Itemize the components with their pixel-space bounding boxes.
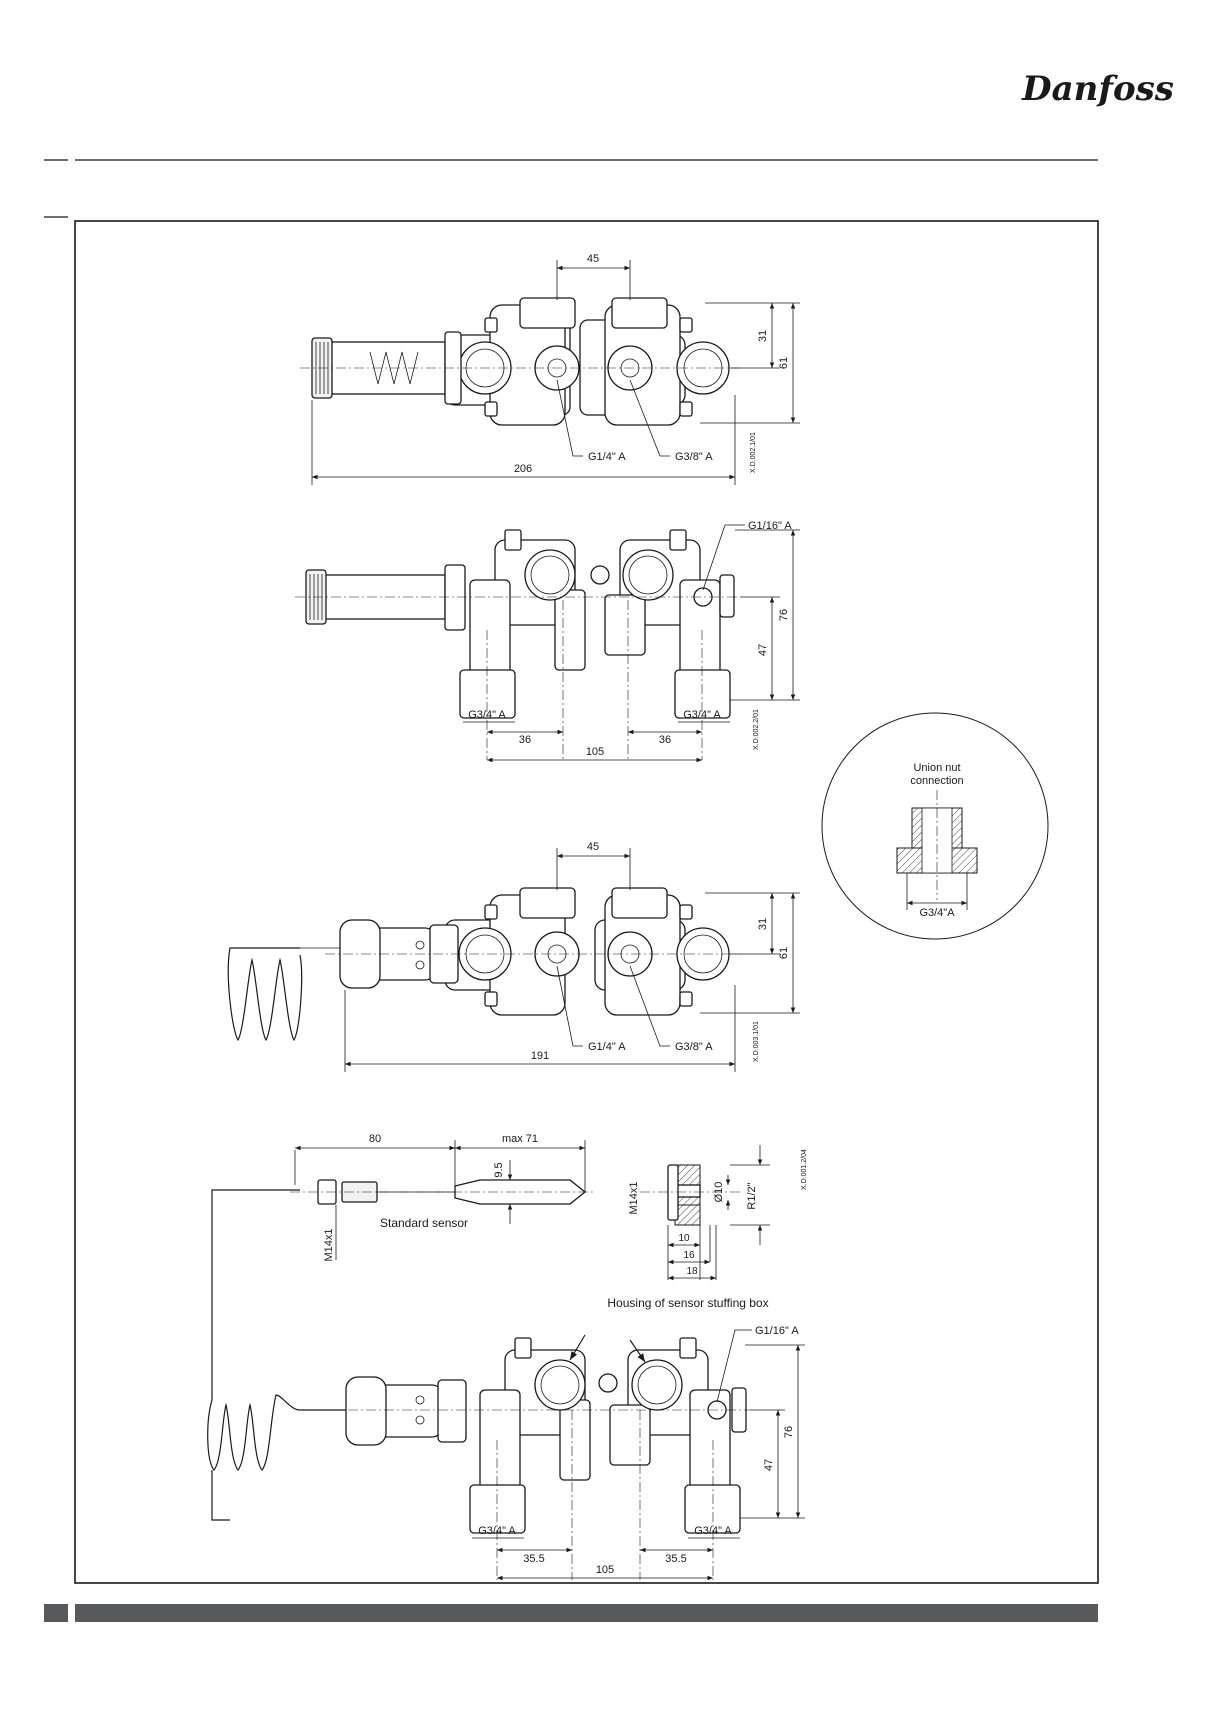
svg-text:G3/4" A: G3/4" A (468, 709, 506, 721)
svg-text:16: 16 (683, 1250, 695, 1261)
svg-text:10: 10 (678, 1233, 690, 1244)
top-view-1: 45 31 61 206 G1/4" A G3/8" A X.D.002.1/0… (300, 253, 800, 485)
svg-text:80: 80 (369, 1133, 381, 1145)
svg-text:36: 36 (659, 734, 671, 746)
svg-text:Standard sensor: Standard sensor (380, 1216, 468, 1230)
svg-text:206: 206 (514, 463, 532, 475)
svg-text:45: 45 (587, 253, 599, 265)
drawing-frame (74, 220, 1099, 1584)
sensor-housing: R1/2" Ø10 M14x1 10 16 18 Housing of sens… (607, 1145, 808, 1310)
svg-text:47: 47 (757, 644, 769, 656)
svg-text:G3/4" A: G3/4" A (694, 1525, 732, 1537)
svg-text:M14x1: M14x1 (628, 1181, 640, 1214)
svg-text:35.5: 35.5 (665, 1553, 686, 1565)
svg-text:R1/2": R1/2" (746, 1182, 758, 1209)
svg-text:G3/8" A: G3/8" A (675, 1041, 713, 1053)
svg-text:105: 105 (586, 746, 604, 758)
svg-text:Ø10: Ø10 (713, 1182, 725, 1203)
brand-logo: Danfoss (1021, 69, 1174, 109)
svg-text:36: 36 (519, 734, 531, 746)
svg-text:31: 31 (757, 918, 769, 930)
top-view-2: 45 31 61 191 G1/4" A G3/8" A X.D.003.1/0… (227, 841, 800, 1072)
svg-text:G3/4"A: G3/4"A (919, 907, 955, 919)
svg-text:Housing of sensor stuffing box: Housing of sensor stuffing box (607, 1296, 768, 1310)
svg-text:47: 47 (763, 1459, 775, 1471)
svg-text:45: 45 (587, 841, 599, 853)
svg-text:76: 76 (783, 1426, 795, 1438)
svg-text:X.D.003.1/01: X.D.003.1/01 (753, 1021, 760, 1062)
svg-text:G3/4" A: G3/4" A (478, 1525, 516, 1537)
svg-text:Union nut: Union nut (913, 762, 960, 774)
svg-text:X.D.002.2/01: X.D.002.2/01 (753, 709, 760, 750)
svg-text:31: 31 (757, 330, 769, 342)
union-nut-detail: Union nut connection G3/4"A (821, 712, 1049, 940)
svg-text:G1/16" A: G1/16" A (748, 520, 792, 532)
svg-text:max 71: max 71 (502, 1133, 538, 1145)
svg-text:G3/8" A: G3/8" A (675, 451, 713, 463)
svg-text:G1/4" A: G1/4" A (588, 1041, 626, 1053)
svg-text:G1/4" A: G1/4" A (588, 451, 626, 463)
svg-text:18: 18 (686, 1266, 698, 1277)
front-view-1: G1/16" A 47 76 G3/4" A G3/4" A 36 36 105… (295, 520, 800, 763)
footer-bar (75, 1604, 1098, 1622)
svg-text:X.D.001.2/04: X.D.001.2/04 (801, 1149, 808, 1190)
svg-text:9.5: 9.5 (493, 1162, 505, 1177)
svg-text:G3/4" A: G3/4" A (683, 709, 721, 721)
svg-text:Danfoss: Danfoss (1021, 69, 1174, 109)
svg-text:35.5: 35.5 (523, 1553, 544, 1565)
svg-text:61: 61 (778, 357, 790, 369)
svg-text:76: 76 (778, 609, 790, 621)
svg-text:G1/16" A: G1/16" A (755, 1325, 799, 1337)
standard-sensor: 80 max 71 9.5 M14x1 Standard sensor (211, 1133, 595, 1400)
svg-text:M14x1: M14x1 (323, 1228, 335, 1261)
svg-text:X.D.002.1/01: X.D.002.1/01 (750, 432, 757, 473)
footer-square (44, 1604, 68, 1622)
svg-text:connection: connection (910, 775, 963, 787)
front-view-2: G1/16" A 47 76 G3/4" A G3/4" A 35.5 35.5… (207, 1325, 805, 1581)
svg-text:191: 191 (531, 1050, 549, 1062)
svg-text:105: 105 (596, 1564, 614, 1576)
svg-text:61: 61 (778, 947, 790, 959)
